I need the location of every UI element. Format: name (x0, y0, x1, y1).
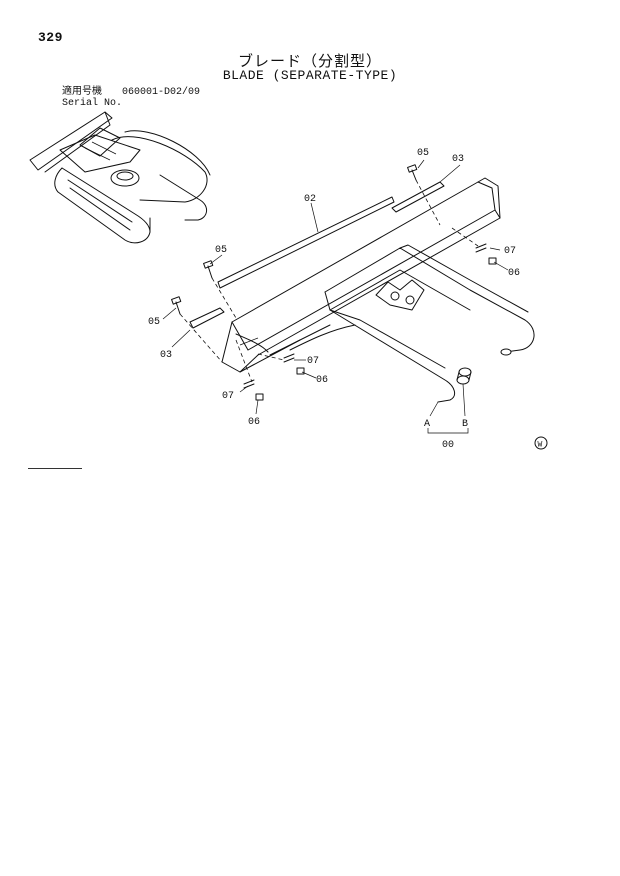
callout-05-mid: 05 (215, 245, 227, 256)
serial-label-en: Serial No. (62, 98, 123, 109)
callout-03-top: 03 (452, 154, 464, 165)
serial-info: 適用号機 060001-D02/09 Serial No. (62, 87, 200, 109)
serial-value: 060001-D02/09 (122, 87, 201, 98)
excavator-overview-icon (29, 111, 211, 244)
callout-07-mid: 07 (307, 356, 319, 367)
page-title-english: BLADE (SEPARATE-TYPE) (222, 68, 398, 83)
callout-02: 02 (304, 194, 316, 205)
callout-06-bottom: 06 (248, 417, 260, 428)
callout-05-left: 05 (148, 317, 160, 328)
divider-line (28, 468, 82, 469)
callout-00: 00 (442, 440, 454, 451)
page-number: 329 (38, 30, 63, 45)
page-title-japanese: ブレード（分割型） (237, 53, 382, 70)
serial-label-jp: 適用号機 (62, 87, 102, 98)
callout-05-top: 05 (417, 148, 429, 159)
w-mark: W (538, 441, 543, 450)
callout-07-left: 07 (222, 391, 234, 402)
callout-03-left: 03 (160, 350, 172, 361)
callout-B: B (462, 419, 468, 430)
blade-assembly (162, 159, 535, 434)
callout-07-right: 07 (504, 246, 516, 257)
callout-06-mid: 06 (316, 375, 328, 386)
callout-06-right: 06 (508, 268, 520, 279)
callout-A: A (424, 419, 430, 430)
w-mark-circle (534, 436, 548, 450)
